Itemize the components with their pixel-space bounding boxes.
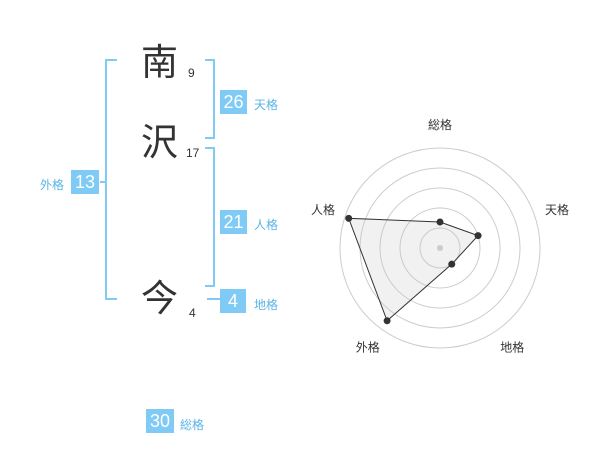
radar-axis-label-3: 地格 bbox=[500, 340, 524, 355]
radar-point-1 bbox=[436, 218, 444, 226]
radar-point-2 bbox=[474, 232, 482, 240]
radar-point-5 bbox=[345, 214, 353, 222]
stroke-count-3: 4 bbox=[189, 306, 196, 320]
radar-axis-label-4: 外格 bbox=[356, 340, 380, 355]
gaikaku-bracket bbox=[105, 59, 117, 300]
radar-axis-label-2: 天格 bbox=[545, 202, 569, 217]
radar-grid-ring-1 bbox=[419, 227, 461, 269]
soukaku-label: 総格 bbox=[180, 418, 205, 432]
radar-axis-label-5: 人格 bbox=[311, 202, 335, 217]
stroke-count-2: 17 bbox=[186, 146, 200, 160]
jinkaku-badge: 21 bbox=[220, 210, 247, 234]
radar-area bbox=[347, 217, 479, 322]
radar-grid-ring-2 bbox=[399, 207, 481, 289]
name-char-1: 南 bbox=[141, 41, 178, 84]
tenkaku-label: 天格 bbox=[254, 98, 279, 112]
radar-center-dot bbox=[437, 245, 443, 251]
jinkaku-bracket bbox=[205, 147, 215, 287]
radar-axis-label-1: 総格 bbox=[428, 117, 452, 132]
name-char-3: 今 bbox=[141, 277, 178, 320]
stroke-count-1: 9 bbox=[188, 66, 195, 80]
chikaku-label: 地格 bbox=[254, 298, 279, 312]
tenkaku-badge: 26 bbox=[220, 90, 247, 114]
radar-grid-ring-5 bbox=[339, 147, 541, 349]
radar-point-4 bbox=[383, 317, 391, 325]
soukaku-badge: 30 bbox=[146, 409, 174, 433]
jinkaku-label: 人格 bbox=[254, 218, 279, 232]
chikaku-badge: 4 bbox=[220, 289, 246, 313]
gaikaku-badge: 13 bbox=[71, 170, 99, 194]
gaikaku-label: 外格 bbox=[40, 178, 65, 192]
name-char-2: 沢 bbox=[141, 121, 178, 164]
tenkaku-bracket bbox=[205, 59, 215, 139]
radar-grid-ring-3 bbox=[379, 187, 501, 309]
radar-point-3 bbox=[448, 260, 456, 268]
